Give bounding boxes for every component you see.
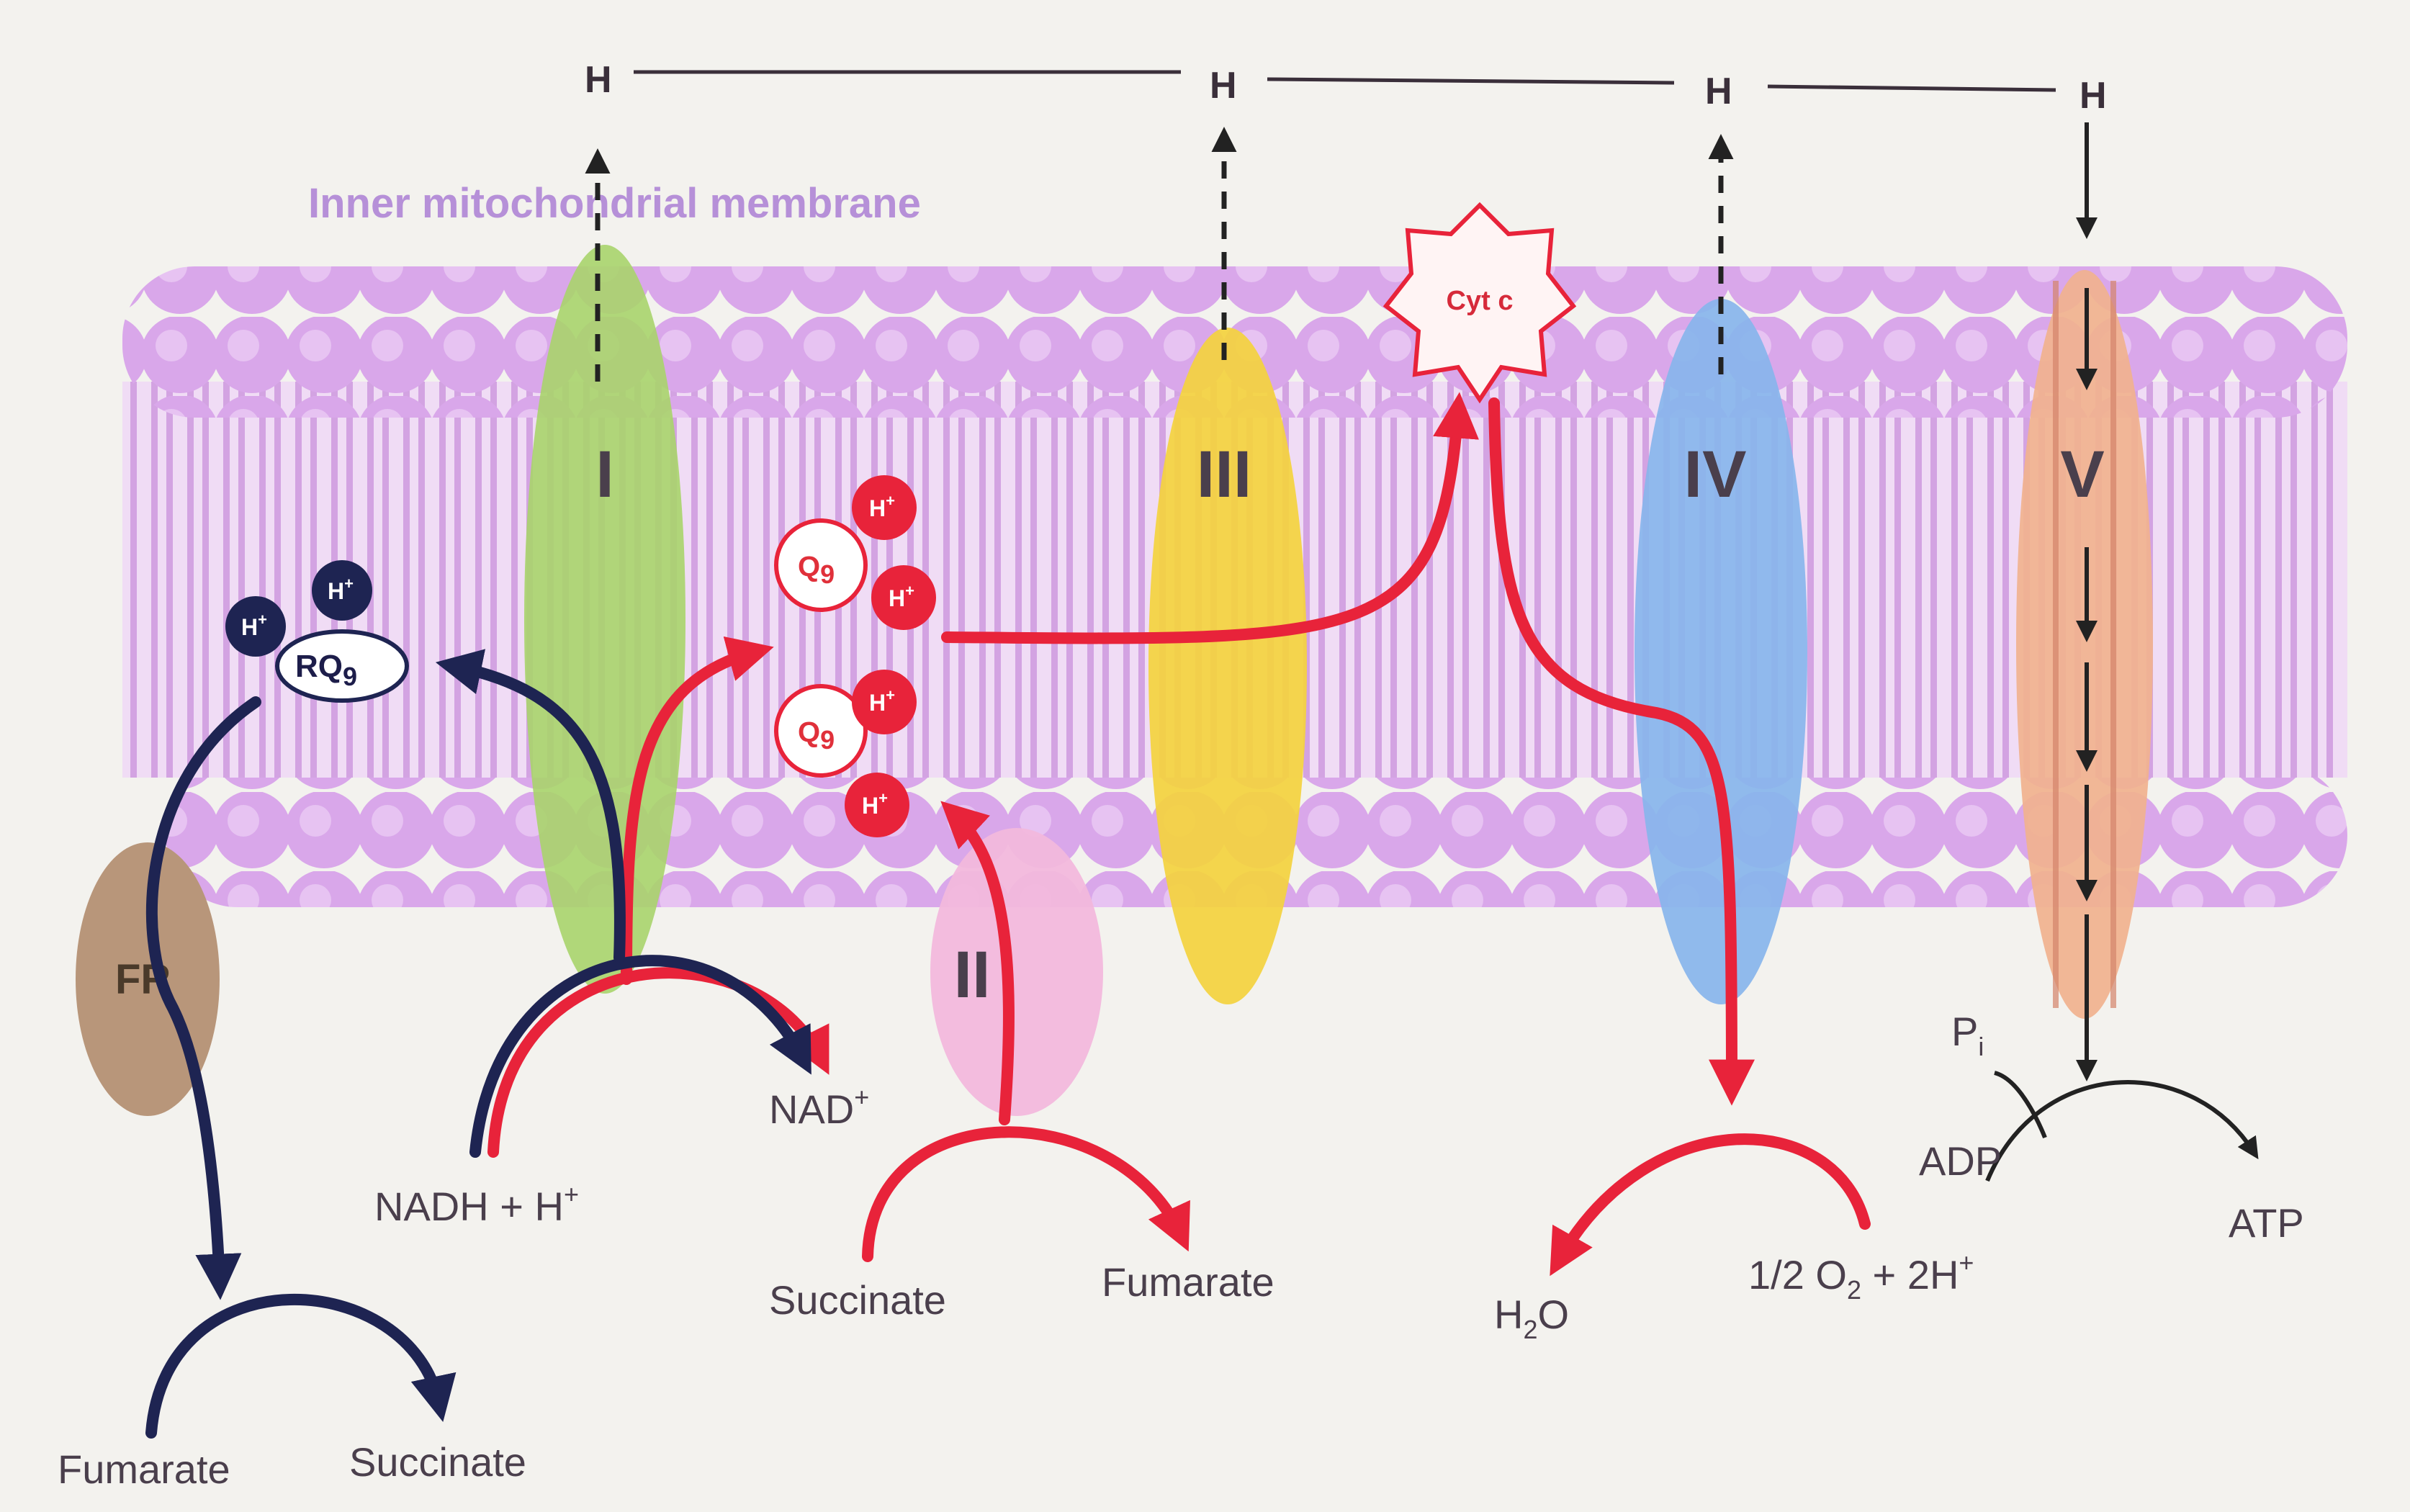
complex-v <box>2016 270 2153 1019</box>
pi-label: Pi <box>1951 1009 1984 1061</box>
proton-label-1: H <box>585 59 612 101</box>
nadh-label: NADH + H+ <box>374 1179 579 1229</box>
membrane-title: Inner mitochondrial membrane <box>308 180 921 227</box>
cyt-c-label: Cyt c <box>1447 286 1514 316</box>
complex-ii-label: II <box>953 938 990 1012</box>
proton-label-4: H <box>2079 75 2107 117</box>
complex-iii-label: III <box>1197 438 1252 511</box>
succinate-ii-label: Succinate <box>769 1277 946 1323</box>
oxygen-label: 1/2 O2 + 2H+ <box>1748 1248 1974 1305</box>
atp-label: ATP <box>2229 1200 2304 1246</box>
fumarate-ii-label: Fumarate <box>1102 1259 1274 1305</box>
nad-label: NAD+ <box>769 1082 869 1132</box>
complex-i <box>524 245 685 994</box>
complex-i-label: I <box>595 438 614 511</box>
atp-synthesis-arc <box>1987 1073 2254 1181</box>
water-label: H2O <box>1494 1292 1569 1344</box>
proton-label-3: H <box>1705 71 1732 112</box>
complex-iii <box>1148 328 1307 1004</box>
succinate-fr-label: Succinate <box>349 1439 526 1485</box>
proton-label-2: H <box>1210 65 1237 107</box>
complex-iv <box>1635 299 1807 1004</box>
adp-label: ADP <box>1919 1138 2002 1184</box>
proton-link-line <box>634 72 2056 90</box>
complex-iv-label: IV <box>1684 438 1747 511</box>
fumarate-fr-label: Fumarate <box>58 1446 230 1492</box>
complex-v-label: V <box>2060 438 2104 511</box>
